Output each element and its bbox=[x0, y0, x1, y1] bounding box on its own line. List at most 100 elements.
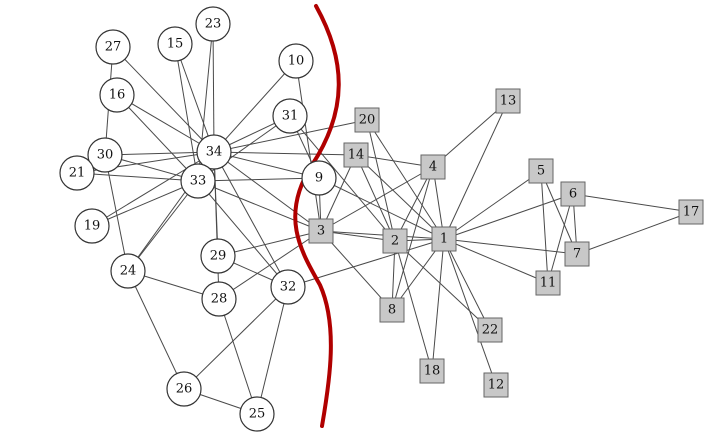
circle-node-shape bbox=[196, 134, 232, 170]
circle-node-shape bbox=[59, 155, 95, 191]
edge-1-7 bbox=[443, 238, 578, 255]
node-label: 14 bbox=[348, 148, 365, 163]
node-15: 15 bbox=[157, 26, 193, 62]
node-label: 18 bbox=[424, 364, 441, 379]
edge-20-2 bbox=[366, 119, 396, 242]
square-node-shape bbox=[343, 142, 369, 168]
node-26: 26 bbox=[166, 371, 202, 407]
circle-node-shape bbox=[110, 253, 146, 289]
square-node-shape bbox=[483, 372, 509, 398]
circle-node-shape bbox=[95, 29, 131, 65]
edge-1-18 bbox=[431, 238, 445, 372]
node-label: 6 bbox=[569, 187, 577, 202]
circle-node-shape bbox=[278, 43, 314, 79]
node-29: 29 bbox=[200, 238, 236, 274]
node-17: 17 bbox=[678, 199, 704, 225]
square-node-shape bbox=[431, 226, 457, 252]
node-label: 1 bbox=[440, 232, 448, 247]
square-node-shape bbox=[419, 358, 445, 384]
node-label: 16 bbox=[109, 88, 126, 103]
node-11: 11 bbox=[535, 270, 561, 296]
edge-14-4 bbox=[355, 154, 434, 168]
edge-32-26 bbox=[183, 286, 289, 390]
node-14: 14 bbox=[343, 142, 369, 168]
square-node-shape bbox=[495, 88, 521, 114]
edge-21-33 bbox=[76, 172, 199, 182]
square-node-shape bbox=[477, 317, 503, 343]
node-24: 24 bbox=[110, 253, 146, 289]
edge-4-8 bbox=[391, 166, 434, 311]
node-23: 23 bbox=[195, 6, 231, 42]
node-label: 2 bbox=[391, 234, 399, 249]
edge-24-33 bbox=[127, 180, 199, 272]
square-node-shape bbox=[528, 158, 554, 184]
edge-14-34 bbox=[213, 151, 357, 156]
node-label: 25 bbox=[249, 407, 266, 422]
edge-10-3 bbox=[295, 60, 322, 232]
edge-15-34 bbox=[174, 43, 215, 153]
edge-9-34 bbox=[213, 151, 320, 179]
edge-14-3 bbox=[320, 154, 357, 232]
node-label: 11 bbox=[540, 276, 557, 291]
node-32: 32 bbox=[270, 269, 306, 305]
node-16: 16 bbox=[99, 77, 135, 113]
node-label: 4 bbox=[429, 160, 437, 175]
node-27: 27 bbox=[95, 29, 131, 65]
edge-3-8 bbox=[320, 230, 393, 311]
node-label: 24 bbox=[120, 264, 137, 279]
edge-23-34 bbox=[212, 23, 215, 153]
edge-27-34 bbox=[112, 46, 215, 153]
circle-node-shape bbox=[272, 98, 308, 134]
node-label: 21 bbox=[69, 166, 86, 181]
edge-28-25 bbox=[218, 298, 258, 415]
edge-32-1 bbox=[287, 238, 445, 288]
edge-34-3 bbox=[213, 151, 322, 232]
edge-20-1 bbox=[366, 119, 445, 240]
node-label: 26 bbox=[176, 382, 193, 397]
edge-1-11 bbox=[443, 238, 549, 284]
node-label: 23 bbox=[205, 17, 222, 32]
edge-28-3 bbox=[218, 230, 322, 300]
node-3: 3 bbox=[308, 218, 334, 244]
node-34: 34 bbox=[196, 134, 232, 170]
edge-1-13 bbox=[443, 100, 509, 240]
circle-node-shape bbox=[200, 238, 236, 274]
node-1: 1 bbox=[431, 226, 457, 252]
circle-node-shape bbox=[239, 396, 275, 432]
edge-29-3 bbox=[217, 230, 322, 257]
node-28: 28 bbox=[201, 281, 237, 317]
circle-node-shape bbox=[195, 6, 231, 42]
edge-32-33 bbox=[197, 180, 289, 288]
edge-6-17 bbox=[572, 193, 692, 213]
edge-30-24 bbox=[104, 154, 129, 272]
node-12: 12 bbox=[483, 372, 509, 398]
edge-1-12 bbox=[443, 238, 497, 386]
node-label: 17 bbox=[683, 205, 700, 220]
circle-node-shape bbox=[87, 137, 123, 173]
edge-16-33 bbox=[116, 94, 199, 182]
edge-32-25 bbox=[256, 286, 289, 415]
edge-32-34 bbox=[213, 151, 289, 288]
node-label: 32 bbox=[280, 280, 297, 295]
circle-node-shape bbox=[74, 208, 110, 244]
node-13: 13 bbox=[495, 88, 521, 114]
node-5: 5 bbox=[528, 158, 554, 184]
square-node-shape bbox=[560, 181, 586, 207]
node-18: 18 bbox=[419, 358, 445, 384]
edge-9-1 bbox=[318, 177, 445, 240]
node-label: 33 bbox=[190, 174, 207, 189]
node-label: 30 bbox=[97, 148, 114, 163]
node-20: 20 bbox=[354, 107, 380, 133]
edge-10-34 bbox=[213, 60, 297, 153]
edge-16-34 bbox=[116, 94, 215, 153]
square-node-shape bbox=[564, 241, 590, 267]
node-label: 19 bbox=[84, 219, 101, 234]
circle-node-shape bbox=[301, 160, 337, 196]
node-25: 25 bbox=[239, 396, 275, 432]
node-label: 9 bbox=[315, 171, 323, 186]
node-7: 7 bbox=[564, 241, 590, 267]
node-label: 5 bbox=[537, 164, 545, 179]
graph-edges bbox=[76, 23, 692, 415]
circle-node-shape bbox=[99, 77, 135, 113]
edge-14-2 bbox=[355, 154, 396, 242]
